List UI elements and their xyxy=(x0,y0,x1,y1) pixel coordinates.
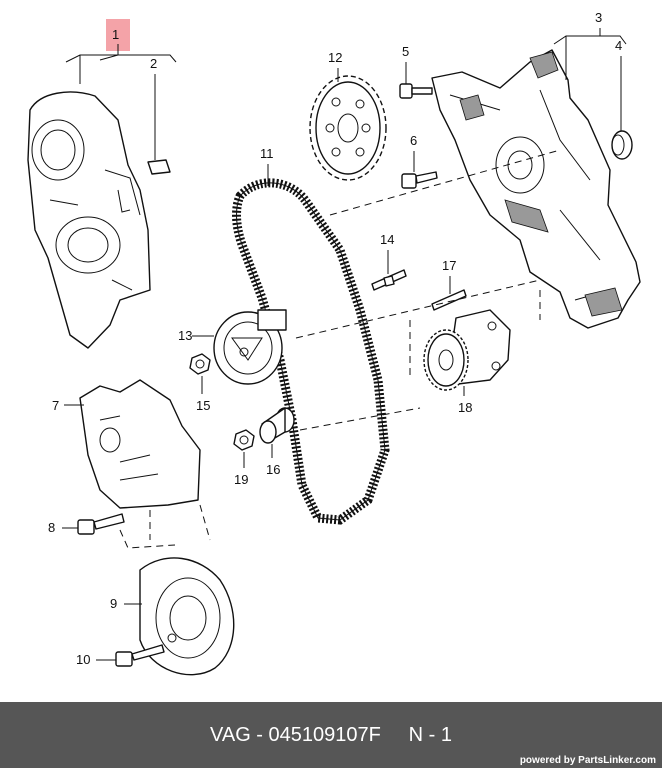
part-number: VAG - 045109107F xyxy=(210,724,381,746)
label-10[interactable]: 10 xyxy=(76,652,90,667)
part-nut-15[interactable] xyxy=(189,353,211,375)
part-stud-17[interactable] xyxy=(431,289,467,311)
part-bolt-8[interactable] xyxy=(77,513,125,535)
label-4[interactable]: 4 xyxy=(615,38,622,53)
label-1[interactable]: 1 xyxy=(112,27,119,42)
part-upper-cover[interactable] xyxy=(27,91,151,349)
part-bolt-10[interactable] xyxy=(115,644,165,667)
label-19[interactable]: 19 xyxy=(234,472,248,487)
part-bolt-6[interactable] xyxy=(401,171,438,189)
footer-part-number-line: VAG - 045109107F N - 1 xyxy=(0,724,662,747)
exploded-parts-diagram: 1 2 3 4 5 6 xyxy=(27,10,641,676)
footer-bar: VAG - 045109107F N - 1 powered by PartsL… xyxy=(0,702,662,768)
part-middle-cover[interactable] xyxy=(79,379,201,509)
label-11[interactable]: 11 xyxy=(260,146,274,161)
label-17[interactable]: 17 xyxy=(442,258,456,273)
credit-link[interactable]: powered by PartsLinker.com xyxy=(519,755,656,766)
label-8[interactable]: 8 xyxy=(48,520,55,535)
part-lower-cover[interactable] xyxy=(139,557,235,676)
label-13[interactable]: 13 xyxy=(178,328,192,343)
label-9[interactable]: 9 xyxy=(110,596,117,611)
label-18[interactable]: 18 xyxy=(458,400,472,415)
part-clip[interactable] xyxy=(147,159,171,175)
label-15[interactable]: 15 xyxy=(196,398,210,413)
position-code: N - 1 xyxy=(408,724,452,746)
label-7[interactable]: 7 xyxy=(52,398,59,413)
part-stud-14[interactable] xyxy=(371,269,407,291)
part-idler[interactable] xyxy=(259,407,295,444)
label-6[interactable]: 6 xyxy=(410,133,417,148)
part-tensioner[interactable] xyxy=(213,309,287,385)
part-plug[interactable] xyxy=(611,130,633,160)
part-timing-belt[interactable] xyxy=(232,178,390,525)
part-nut-19[interactable] xyxy=(233,429,255,451)
label-16[interactable]: 16 xyxy=(266,462,280,477)
part-bolt-5[interactable] xyxy=(399,83,433,99)
label-5[interactable]: 5 xyxy=(402,44,409,59)
label-14[interactable]: 14 xyxy=(380,232,394,247)
label-2[interactable]: 2 xyxy=(150,56,157,71)
label-12[interactable]: 12 xyxy=(328,50,342,65)
part-rear-cover[interactable] xyxy=(431,49,641,329)
label-3[interactable]: 3 xyxy=(595,10,602,25)
part-camshaft-sprocket[interactable] xyxy=(309,75,387,181)
part-water-pump[interactable] xyxy=(423,309,511,391)
